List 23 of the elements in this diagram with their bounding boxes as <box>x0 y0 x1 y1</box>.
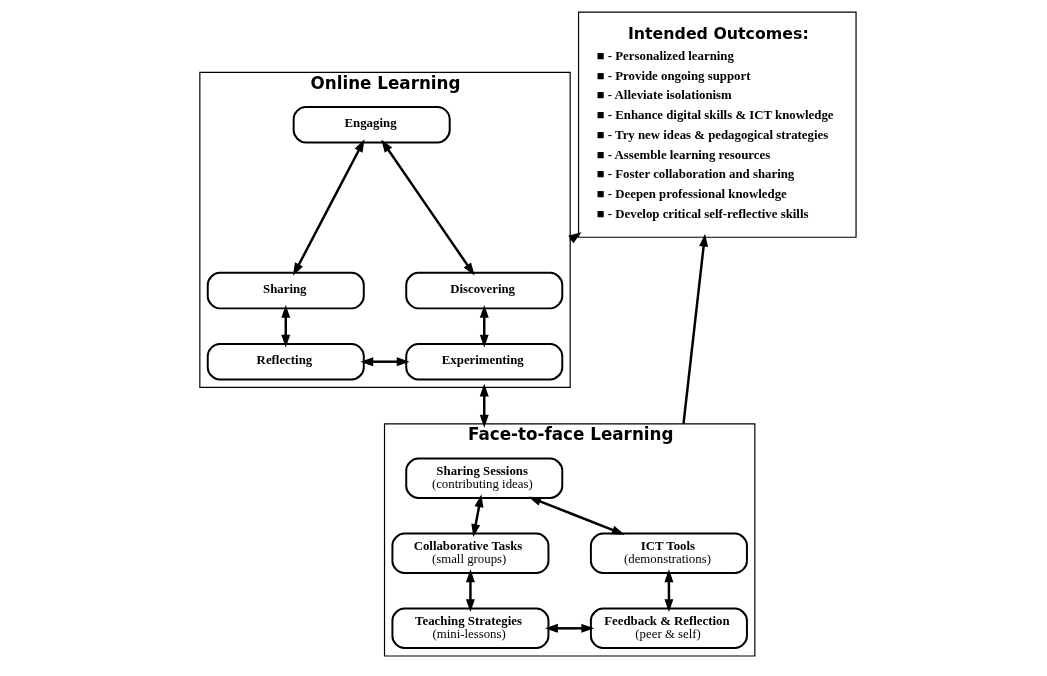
node-box: Teaching Strategies (mini-lessons) <box>390 607 549 650</box>
node-box: ICT Tools (demonstrations) <box>589 532 748 574</box>
arrow <box>527 496 625 535</box>
node-box: Intended Outcomes: ■ - Personalized learning ■ - Provide ongoing support ■ - Alleviate isolationism ■ - Enhance digital skills & ICT knowledge ■ - Try new ideas & pedagogical strategies ■ - Assemble learning resources ■ - Foster collaboration and sharing ■ - Deepen professional knowledge ■ - Develop critical self-reflective skills <box>577 11 857 238</box>
node-box: Sharing <box>206 271 365 310</box>
arrow <box>544 623 594 633</box>
node-box: Engaging <box>292 105 451 144</box>
arrow <box>292 139 365 276</box>
node-box: Discovering <box>404 271 563 310</box>
arrow <box>359 357 410 367</box>
node-box: Sharing Sessions (contributing ideas) <box>404 457 563 499</box>
arrow <box>681 233 708 425</box>
arrow <box>280 304 290 348</box>
arrow <box>380 139 475 276</box>
arrow <box>479 304 489 348</box>
node-box: Feedback & Reflection (peer & self) <box>589 607 748 650</box>
node-box: Reflecting <box>206 342 365 381</box>
arrow <box>663 569 673 613</box>
arrow <box>465 569 475 613</box>
node-box: Collaborative Tasks (small groups) <box>390 532 549 574</box>
node-box: Experimenting <box>404 342 563 381</box>
arrow <box>470 494 483 537</box>
arrow <box>479 383 489 428</box>
